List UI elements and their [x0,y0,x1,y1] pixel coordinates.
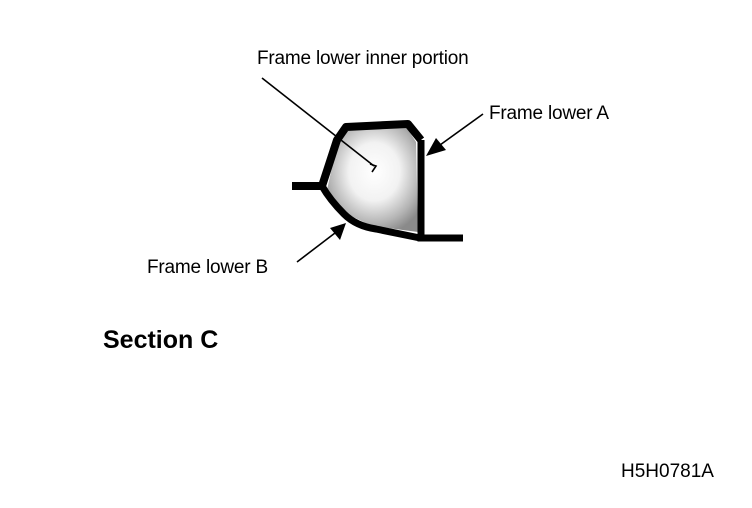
frame-lower-a-label: Frame lower A [489,103,609,124]
frame-inner-cavity [327,128,418,232]
figure-code: H5H0781A [621,461,714,482]
frame-lower-b-lower-curve [318,182,424,242]
frame-b-arrowhead [330,223,346,240]
section-title: Section C [103,326,219,354]
frame-lower-a-outline [417,140,463,242]
inner-portion-leader [261,77,375,167]
frame-b-leader [296,232,336,263]
frame-a-arrowhead [426,138,446,156]
frame-lower-b-outline [292,120,425,190]
inner-portion-leader-tip [369,163,378,173]
inner-portion-label: Frame lower inner portion [257,48,469,69]
frame-a-leader [439,113,484,146]
frame-lower-b-label: Frame lower B [147,257,268,278]
